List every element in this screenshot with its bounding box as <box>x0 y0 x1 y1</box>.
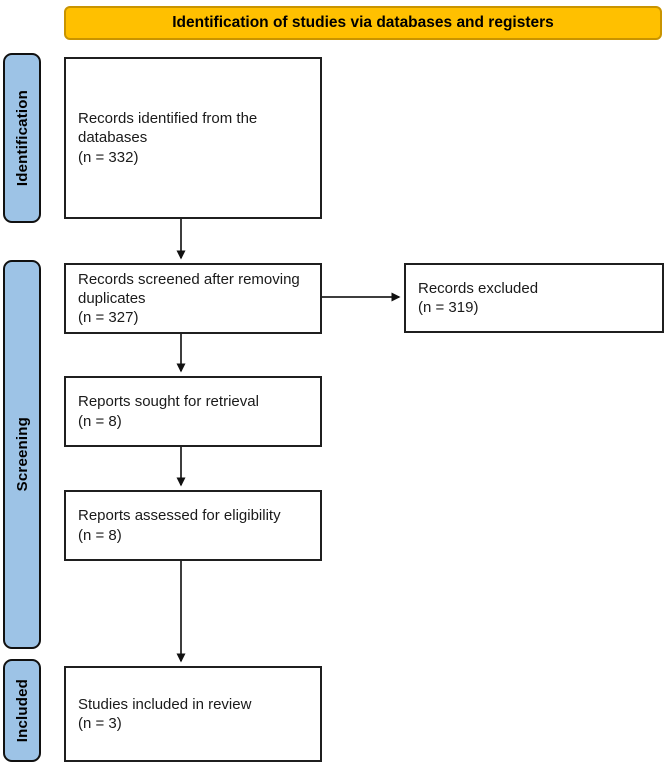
box-records-screened: Records screened after removing duplicat… <box>64 263 322 334</box>
box-reports-assessed-text: Reports assessed for eligibility (n = 8) <box>78 507 281 544</box>
box-reports-assessed: Reports assessed for eligibility (n = 8) <box>64 490 322 561</box>
box-studies-included-text: Studies included in review (n = 3) <box>78 695 252 732</box>
diagram-title: Identification of studies via databases … <box>172 14 554 31</box>
box-records-identified: Records identified from the databases (n… <box>64 57 322 219</box>
box-reports-sought: Reports sought for retrieval (n = 8) <box>64 376 322 447</box>
box-records-excluded: Records excluded (n = 319) <box>404 263 664 333</box>
stage-label-screening: Screening <box>13 417 31 492</box>
stage-label-included: Included <box>13 678 31 743</box>
stage-label-identification: Identification <box>13 89 31 187</box>
box-records-screened-text: Records screened after removing duplicat… <box>78 270 300 327</box>
diagram-title-banner: Identification of studies via databases … <box>64 6 662 40</box>
box-records-identified-text: Records identified from the databases (n… <box>78 110 258 166</box>
box-reports-sought-text: Reports sought for retrieval (n = 8) <box>78 393 259 430</box>
stage-bar-included: Included <box>3 659 41 762</box>
stage-bar-screening: Screening <box>3 260 41 649</box>
box-studies-included: Studies included in review (n = 3) <box>64 666 322 762</box>
stage-bar-identification: Identification <box>3 53 41 223</box>
box-records-excluded-text: Records excluded (n = 319) <box>418 279 539 316</box>
